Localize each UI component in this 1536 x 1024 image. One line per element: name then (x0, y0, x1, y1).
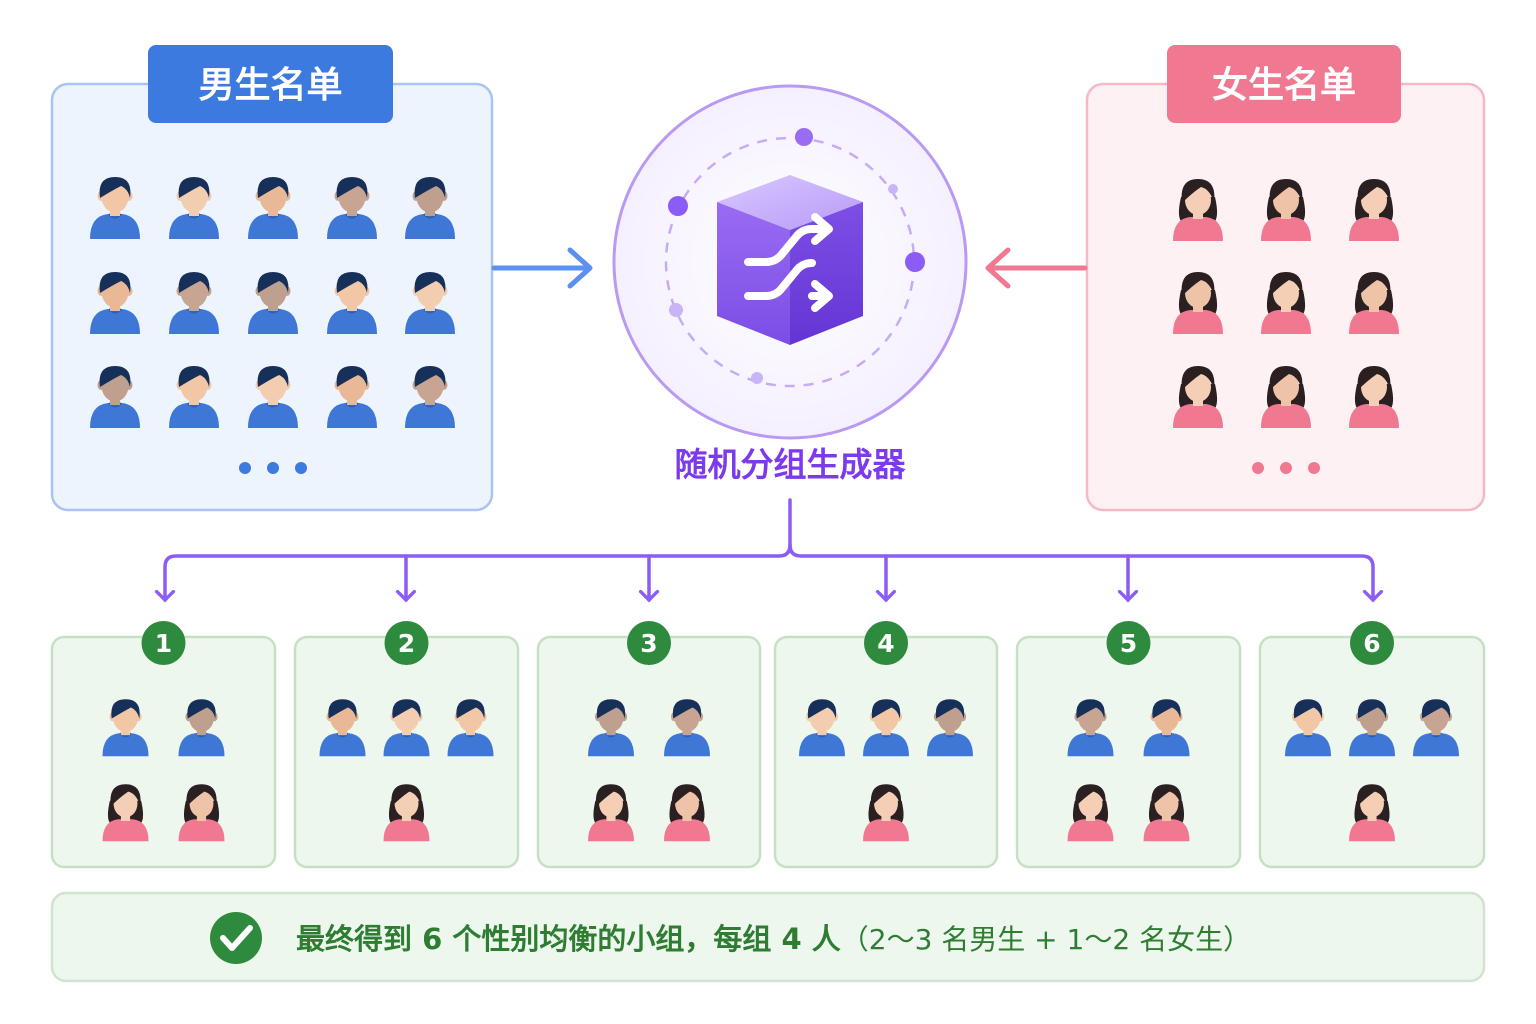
group-number-badge (141, 621, 186, 665)
girl-avatar-icon (1261, 272, 1311, 334)
girl-avatar-icon (863, 784, 909, 842)
boy-avatar-icon (405, 272, 455, 334)
girl-avatar-icon (664, 784, 710, 842)
group-card-6: 6 (1258, 621, 1486, 869)
boy-avatar-icon (405, 177, 455, 239)
boy-avatar-icon (588, 699, 634, 757)
girl-avatar-icon (1173, 272, 1223, 334)
summary-strong-text: 最终得到 6 个性别均衡的小组，每组 4 人 (296, 922, 841, 956)
boy-avatar-icon (248, 177, 298, 239)
distribution-connectors (154, 498, 1384, 603)
check-circle-icon (210, 912, 262, 964)
boy-avatar-icon (178, 699, 225, 757)
boy-avatar-icon (927, 699, 973, 757)
group-number: 1 (155, 629, 172, 658)
boy-avatar-icon (327, 177, 377, 239)
girls-panel-title: 女生名单 (1212, 65, 1356, 106)
girl-avatar-icon (1261, 179, 1311, 241)
girl-avatar-icon (1143, 784, 1190, 842)
shuffle-icon (744, 213, 833, 312)
group-number-badge (1350, 621, 1394, 665)
girl-avatar-icon (1261, 366, 1311, 428)
girl-avatar-icon (1173, 179, 1223, 241)
girl-avatar-icon (1349, 179, 1399, 241)
group-card-5: 5 (1015, 621, 1242, 869)
group-number: 4 (877, 629, 894, 658)
random-group-generator (612, 84, 968, 440)
boy-avatar-icon (1143, 699, 1190, 757)
girl-avatar-icon (1067, 784, 1114, 842)
group-number: 5 (1120, 629, 1137, 658)
boy-avatar-icon (1413, 699, 1459, 757)
boy-avatar-icon (169, 272, 219, 334)
girls-panel: 女生名单 ... (1085, 45, 1486, 512)
girl-avatar-icon (1349, 784, 1395, 842)
girl-avatar-icon (588, 784, 634, 842)
boy-avatar-icon (169, 366, 219, 428)
group-number: 6 (1363, 629, 1380, 658)
group-card-2: 2 (293, 621, 520, 869)
summary-bar: 最终得到 6 个性别均衡的小组，每组 4 人（2～3 名男生 + 1～2 名女生… (50, 891, 1486, 983)
girl-avatar-icon (178, 784, 225, 842)
boy-avatar-icon (799, 699, 845, 757)
girls-panel-title-badge (1167, 45, 1401, 123)
girl-avatar-icon (1173, 366, 1223, 428)
boy-avatar-icon (327, 272, 377, 334)
boys-panel-title-badge (148, 45, 393, 123)
group-number-badge (1106, 621, 1151, 665)
cube-icon (717, 175, 863, 345)
boy-avatar-icon (863, 699, 909, 757)
boys-avatar-grid (90, 177, 455, 428)
boy-avatar-icon (169, 177, 219, 239)
boy-avatar-icon (447, 699, 494, 757)
generator-label: 随机分组生成器 (675, 445, 907, 484)
boy-avatar-icon (90, 272, 140, 334)
boy-avatar-icon (1349, 699, 1395, 757)
boy-avatar-icon (383, 699, 430, 757)
boy-avatar-icon (90, 177, 140, 239)
boys-panel-title: 男生名单 (198, 65, 342, 106)
boy-avatar-icon (1067, 699, 1114, 757)
boy-avatar-icon (248, 366, 298, 428)
girl-avatar-icon (102, 784, 149, 842)
boy-avatar-icon (90, 366, 140, 428)
group-number: 2 (398, 629, 415, 658)
group-number-badge (864, 621, 908, 665)
summary-detail-text: （2～3 名男生 + 1～2 名女生） (841, 923, 1251, 956)
group-cards: 1 2 3 4 5 6 (50, 621, 1486, 869)
group-card-1: 1 (50, 621, 277, 869)
girl-avatar-icon (1349, 366, 1399, 428)
summary-text: 最终得到 6 个性别均衡的小组，每组 4 人（2～3 名男生 + 1～2 名女生… (296, 922, 1251, 956)
boy-avatar-icon (664, 699, 710, 757)
girls-more-ellipsis: ... (1252, 462, 1320, 474)
boy-avatar-icon (319, 699, 366, 757)
boy-avatar-icon (248, 272, 298, 334)
girls-avatar-grid (1173, 179, 1399, 428)
boy-avatar-icon (405, 366, 455, 428)
boy-avatar-icon (102, 699, 149, 757)
boys-panel: 男生名单 ... (50, 45, 494, 512)
boy-avatar-icon (1285, 699, 1331, 757)
boys-more-ellipsis: ... (239, 462, 307, 474)
group-card-4: 4 (773, 621, 999, 869)
group-number: 3 (640, 629, 657, 658)
girl-avatar-icon (383, 784, 430, 842)
girls-to-generator-arrow (985, 247, 1088, 289)
group-card-3: 3 (536, 621, 762, 869)
boys-to-generator-arrow (491, 247, 593, 289)
group-number-badge (627, 621, 671, 665)
girl-avatar-icon (1349, 272, 1399, 334)
group-number-badge (384, 621, 429, 665)
boy-avatar-icon (327, 366, 377, 428)
